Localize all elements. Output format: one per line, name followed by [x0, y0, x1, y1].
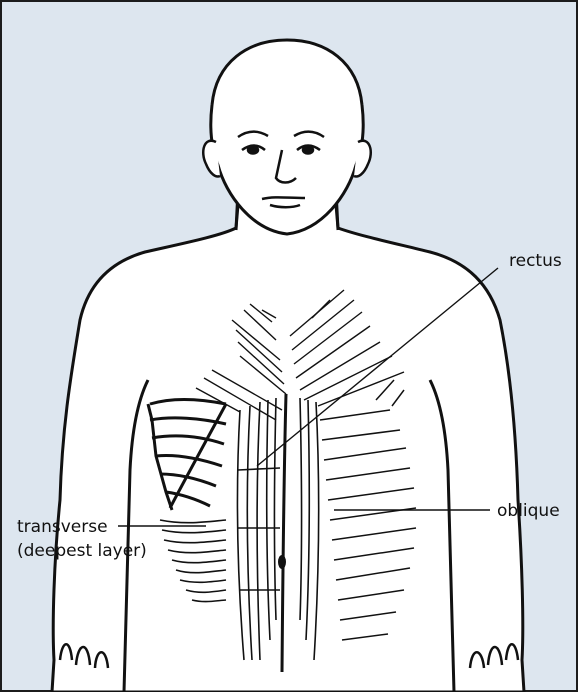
transverse-sublabel: (deepest layer): [17, 541, 147, 561]
oblique-label: oblique: [497, 501, 560, 521]
transverse-label: transverse: [17, 517, 108, 537]
rectus-label: rectus: [509, 251, 562, 271]
navel: [278, 555, 286, 569]
